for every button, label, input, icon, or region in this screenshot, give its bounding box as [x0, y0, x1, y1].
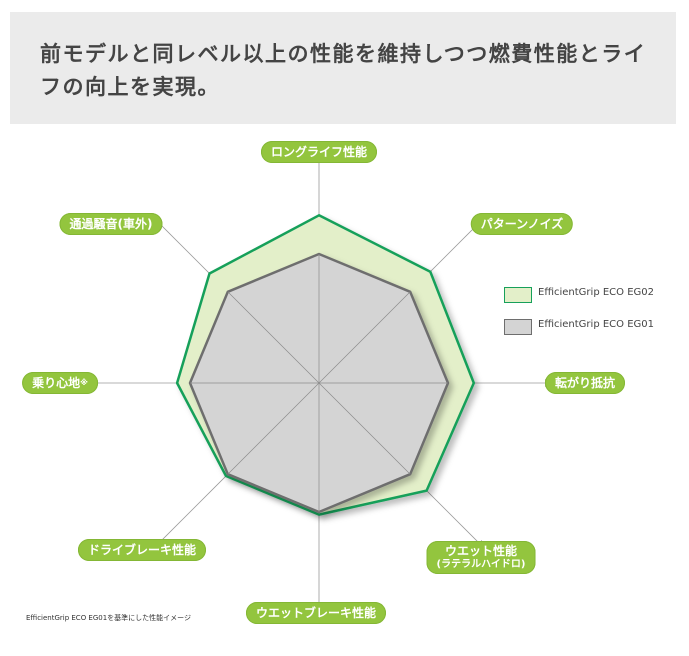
axis-label-text: 通過騒音(車外) — [69, 217, 153, 231]
axis-label-text: ロングライフ性能 — [270, 145, 368, 159]
radar-series — [175, 214, 476, 516]
legend-swatch-eg02 — [504, 287, 532, 303]
legend-label-eg01: EfficientGrip ECO EG01 — [538, 319, 654, 330]
axis-label-text: ウエット性能 — [444, 544, 518, 558]
axis-line-inner — [318, 382, 411, 475]
axis-label-pass-by-noise: 通過騒音(車外) — [59, 213, 163, 235]
header-banner: 前モデルと同レベル以上の性能を維持しつつ燃費性能とライフの向上を実現。 — [10, 12, 676, 124]
axis-line-inner — [318, 291, 411, 384]
radar-axes-overlay — [190, 254, 448, 512]
legend-label-eg02: EfficientGrip ECO EG02 — [538, 287, 654, 298]
axis-label-rolling-resistance: 転がり抵抗 — [544, 372, 626, 394]
axis-label-wet-performance: ウエット性能 (ラテラルハイドロ) — [426, 541, 536, 574]
axis-label-subtext: (ラテラルハイドロ) — [436, 559, 526, 570]
axis-line-inner — [227, 291, 320, 384]
axis-label-dry-brake: ドライブレーキ性能 — [77, 539, 207, 561]
axis-label-text: 転がり抵抗 — [554, 376, 616, 390]
axis-label-text: 乗り心地 — [32, 376, 81, 390]
axis-label-note-mark: ※ — [80, 378, 88, 387]
axis-label-ride-comfort: 乗り心地※ — [22, 372, 98, 394]
axis-label-pattern-noise: パターンノイズ — [470, 213, 574, 235]
axis-label-text: パターンノイズ — [480, 217, 564, 231]
page-title: 前モデルと同レベル以上の性能を維持しつつ燃費性能とライフの向上を実現。 — [40, 42, 647, 99]
axis-line-inner — [227, 382, 320, 475]
axis-label-text: ドライブレーキ性能 — [87, 543, 197, 557]
axis-label-wet-brake: ウエットブレーキ性能 — [245, 602, 387, 624]
legend-swatch-eg01 — [504, 319, 532, 335]
axis-label-long-life: ロングライフ性能 — [260, 141, 378, 163]
chart-footnote: EfficientGrip ECO EG01を基準にした性能イメージ — [26, 614, 192, 622]
axis-label-text: ウエットブレーキ性能 — [255, 606, 377, 620]
